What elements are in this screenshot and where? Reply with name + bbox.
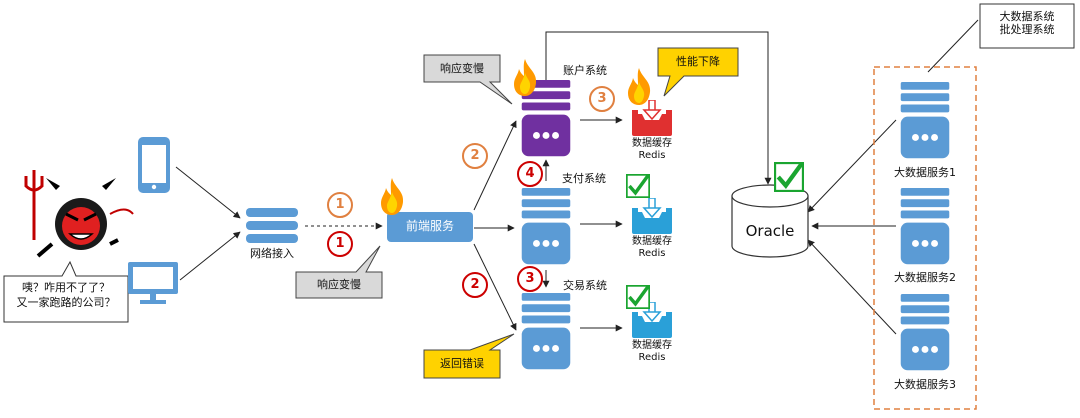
bigdata-title-line1: 大数据系统 <box>999 10 1055 23</box>
bigdata-server-2-label: 大数据服务2 <box>894 271 956 284</box>
cache-2-line1: 数据缓存 <box>632 236 672 247</box>
payment-server-icon <box>521 188 571 265</box>
bigdata-server-3-label: 大数据服务3 <box>894 378 956 391</box>
bigdata-title-line2: 批处理系统 <box>999 23 1055 37</box>
mobile-phone-icon <box>138 137 170 193</box>
account-flame-icon <box>514 59 537 96</box>
account-to-oracle-arrow <box>545 31 772 185</box>
cache3-check-icon <box>626 285 650 309</box>
connections <box>175 19 979 335</box>
oracle-label: Oracle <box>745 222 795 240</box>
oracle-database-icon <box>731 184 809 258</box>
user-speech-text: 咦？咋用不了了？ 又一家跑路的公司？ <box>4 280 128 311</box>
payment-system-label: 支付系统 <box>562 172 606 185</box>
bigdata-server-1-icon <box>900 82 950 159</box>
user-speech-bubble <box>3 260 129 323</box>
cache-icon-1 <box>632 100 672 136</box>
desktop-monitor-icon <box>128 262 178 304</box>
oracle-check-icon <box>775 162 803 191</box>
bigdata-server-3-icon <box>900 294 950 371</box>
cache-1-line1: 数据缓存 <box>632 138 672 149</box>
cache-icon-2 <box>632 198 672 234</box>
bigdata-title: 大数据系统 批处理系统 <box>980 10 1074 36</box>
bigdata-group-border <box>873 66 977 410</box>
frontend-flame-icon <box>381 178 404 215</box>
cache-3-line1: 数据缓存 <box>632 340 672 351</box>
cache-2-label: 数据缓存 Redis <box>620 236 684 260</box>
gateway-icon <box>246 208 298 243</box>
cache-2-line2: Redis <box>638 248 666 259</box>
bigdata1-to-oracle-arrow <box>807 119 897 213</box>
user-speech-line1: 咦？咋用不了了？ <box>22 281 110 294</box>
step-badge-frontend-account: 2 <box>462 143 488 169</box>
step-badge-account-payment: 4 <box>517 161 543 187</box>
account-system-label: 账户系统 <box>563 64 607 77</box>
bigdata-server-2-icon <box>900 188 950 265</box>
bigdata-server-1-label: 大数据服务1 <box>894 166 956 179</box>
bigdata-title-box <box>979 3 1075 49</box>
user-speech-line2: 又一家跑路的公司？ <box>16 296 116 310</box>
frontend-to-account-arrow <box>473 120 517 211</box>
phone-to-gateway-arrow <box>175 166 241 219</box>
trade-callout-text: 返回错误 <box>440 357 484 370</box>
frontend-service-box <box>387 212 473 242</box>
trade-system-label: 交易系统 <box>563 279 607 292</box>
gateway-callout-text: 响应变慢 <box>317 278 361 291</box>
frontend-label: 前端服务 <box>405 219 454 233</box>
cache-3-line2: Redis <box>638 352 666 363</box>
cache-callout-text: 性能下降 <box>676 55 720 68</box>
frontend-to-trade-arrow <box>473 243 517 331</box>
cache-1-line2: Redis <box>638 150 666 161</box>
cache2-check-icon <box>626 174 650 198</box>
bigdata3-to-oracle-arrow <box>807 239 897 335</box>
step-badge-payment-trade: 3 <box>517 266 543 292</box>
gateway-callout-shape <box>295 245 383 299</box>
cache-callout-shape <box>657 47 739 97</box>
cache-3-label: 数据缓存 Redis <box>620 340 684 364</box>
angry-user-icon <box>24 170 134 258</box>
step-badge-frontend-trade: 2 <box>462 272 488 298</box>
trade-server-icon <box>521 293 571 370</box>
step-badge-gateway-top: 1 <box>327 192 353 218</box>
desktop-to-gateway-arrow <box>179 231 241 281</box>
cache-flame-icon <box>628 68 651 105</box>
gateway-label: 网络接入 <box>250 247 294 260</box>
bigdata-title-pointer <box>927 19 979 73</box>
step-badge-gateway-bottom: 1 <box>327 231 353 257</box>
account-callout-shape <box>423 54 513 105</box>
account-callout-text: 响应变慢 <box>440 62 484 75</box>
trade-callout-shape <box>423 333 515 379</box>
cache-1-label: 数据缓存 Redis <box>620 138 684 162</box>
step-badge-account-cache: 3 <box>589 86 615 112</box>
